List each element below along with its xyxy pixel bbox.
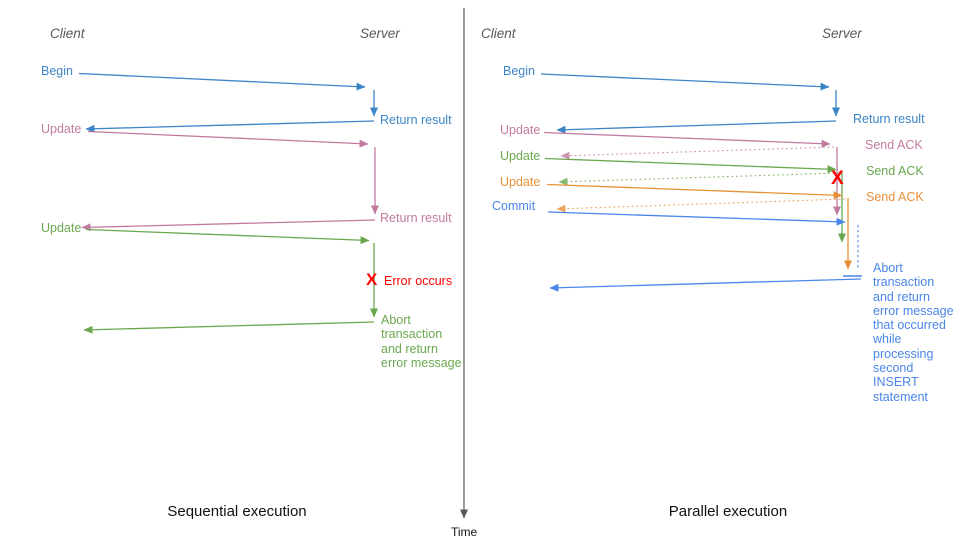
right-send-ack-3-arrow <box>556 198 846 213</box>
right-panel-arrows <box>540 73 862 292</box>
right-update-1-label: Update <box>500 123 541 137</box>
left-abort-label: Abort transaction and return error messa… <box>381 313 462 370</box>
left-update-2-label: Update <box>41 221 82 235</box>
right-abort-return-arrow <box>549 278 862 292</box>
right-update-3-arrow <box>546 183 843 200</box>
time-axis-label: Time <box>451 525 478 539</box>
right-update-2-arrow <box>544 157 837 174</box>
left-return-result-1-arrow <box>85 120 375 133</box>
left-panel-arrows <box>78 72 379 334</box>
left-begin-label: Begin <box>41 64 73 78</box>
left-return-result-2-label: Return result <box>380 211 452 225</box>
right-error-x-icon: X <box>831 168 844 189</box>
right-send-ack-3-label: Send ACK <box>866 190 924 204</box>
right-send-ack-2-arrow <box>558 172 840 186</box>
left-server-header: Server <box>360 26 400 41</box>
right-send-ack-2-label: Send ACK <box>866 164 924 178</box>
right-abort-label: Abort transaction and return error messa… <box>873 261 954 404</box>
left-return-result-2-arrow <box>81 219 376 232</box>
left-abort-return-arrow <box>83 321 375 334</box>
left-update-1-label: Update <box>41 122 82 136</box>
right-commit-label: Commit <box>492 199 536 213</box>
left-update-1-arrow <box>87 130 369 148</box>
right-update-1-arrow <box>543 131 831 148</box>
left-return-result-1-label: Return result <box>380 113 452 127</box>
right-commit-arrow <box>547 211 846 226</box>
right-send-ack-1-arrow <box>560 146 835 160</box>
right-return-result-label: Return result <box>853 112 925 126</box>
right-server-header: Server <box>822 26 862 41</box>
right-panel-caption: Parallel execution <box>668 503 788 520</box>
left-begin-arrow <box>78 72 366 91</box>
right-return-result-arrow <box>556 120 837 134</box>
left-update-2-arrow <box>85 228 370 245</box>
left-panel-caption: Sequential execution <box>167 503 307 520</box>
right-begin-arrow <box>540 73 830 91</box>
left-error-x-icon: X <box>366 270 378 289</box>
right-update-2-label: Update <box>500 149 541 163</box>
right-client-header: Client <box>481 26 516 41</box>
left-error-label: Error occurs <box>384 274 453 288</box>
right-begin-label: Begin <box>503 64 535 78</box>
right-update-3-label: Update <box>500 175 541 189</box>
right-send-ack-1-label: Send ACK <box>865 138 923 152</box>
left-client-header: Client <box>50 26 85 41</box>
